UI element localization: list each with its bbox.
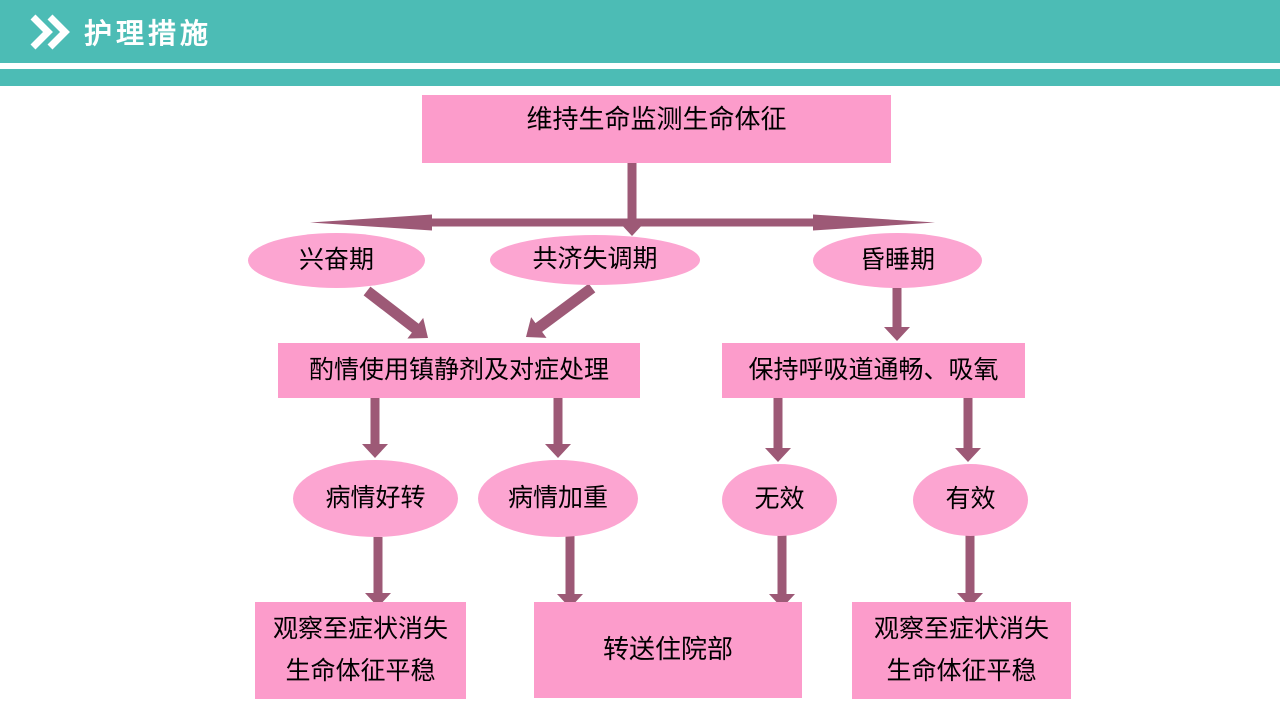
node-label: 病情好转 [325,484,426,512]
double-chevron-icon [28,14,70,50]
node-action-airway: 保持呼吸道通畅、吸氧 [722,343,1025,398]
node-outcome-ineffective: 无效 [722,464,837,536]
node-result-observe-left: 观察至症状消失 生命体征平稳 [255,602,466,699]
node-label: 无效 [754,486,805,514]
node-label: 维持生命监测生命体征 [526,105,787,134]
arrow-airway-to-effective-icon [955,397,981,462]
arrow-branch-bar-icon [310,214,935,231]
arrow-sedative-to-improve-icon [362,397,388,458]
node-result-transfer: 转送住院部 [534,602,802,698]
node-outcome-improve: 病情好转 [293,460,458,537]
node-label: 转送住院部 [602,634,733,664]
node-label-line1: 观察至症状消失 [272,615,448,643]
node-label-line1: 观察至症状消失 [873,615,1049,643]
arrow-top-down-icon [619,163,645,236]
arrow-worsen-to-transfer-icon [557,535,583,608]
node-result-observe-right: 观察至症状消失 生命体征平稳 [852,602,1071,699]
node-label: 病情加重 [507,484,608,512]
arrow-airway-to-ineffective-icon [765,397,791,462]
node-label: 昏睡期 [859,246,935,274]
node-outcome-worsen: 病情加重 [478,460,638,537]
node-action-sedative: 酌情使用镇静剂及对症处理 [278,343,640,398]
arrow-excitement-to-sedative-icon [363,286,428,339]
arrow-sedative-to-worsen-icon [545,397,571,458]
arrow-effective-to-observe-icon [957,535,983,607]
arrow-ataxia-to-sedative-icon [526,283,596,338]
flowchart-canvas: 维持生命监测生命体征 兴奋期 共济失调期 昏睡期 酌情使用镇静剂及对症处理 保持… [0,86,1280,720]
node-maintain-life: 维持生命监测生命体征 [422,95,891,163]
node-stage-excitement: 兴奋期 [248,233,425,288]
node-label: 共济失调期 [532,246,658,274]
node-label-line2: 生命体征平稳 [285,657,436,685]
node-stage-lethargy: 昏睡期 [813,233,982,288]
arrow-lethargy-to-airway-icon [884,288,910,341]
arrow-ineffective-to-transfer-icon [769,535,795,608]
node-label: 兴奋期 [298,246,374,274]
arrow-improve-to-observe-icon [365,537,391,607]
page-title: 护理措施 [84,17,213,49]
node-label-line2: 生命体征平稳 [886,657,1037,685]
node-outcome-effective: 有效 [913,464,1028,536]
node-stage-ataxia: 共济失调期 [490,235,700,285]
node-label: 保持呼吸道通畅、吸氧 [748,356,999,384]
header-accent-stripe [0,69,1280,86]
node-label: 有效 [945,486,996,514]
node-label: 酌情使用镇静剂及对症处理 [308,356,609,384]
slide-header: 护理措施 [0,0,1280,63]
